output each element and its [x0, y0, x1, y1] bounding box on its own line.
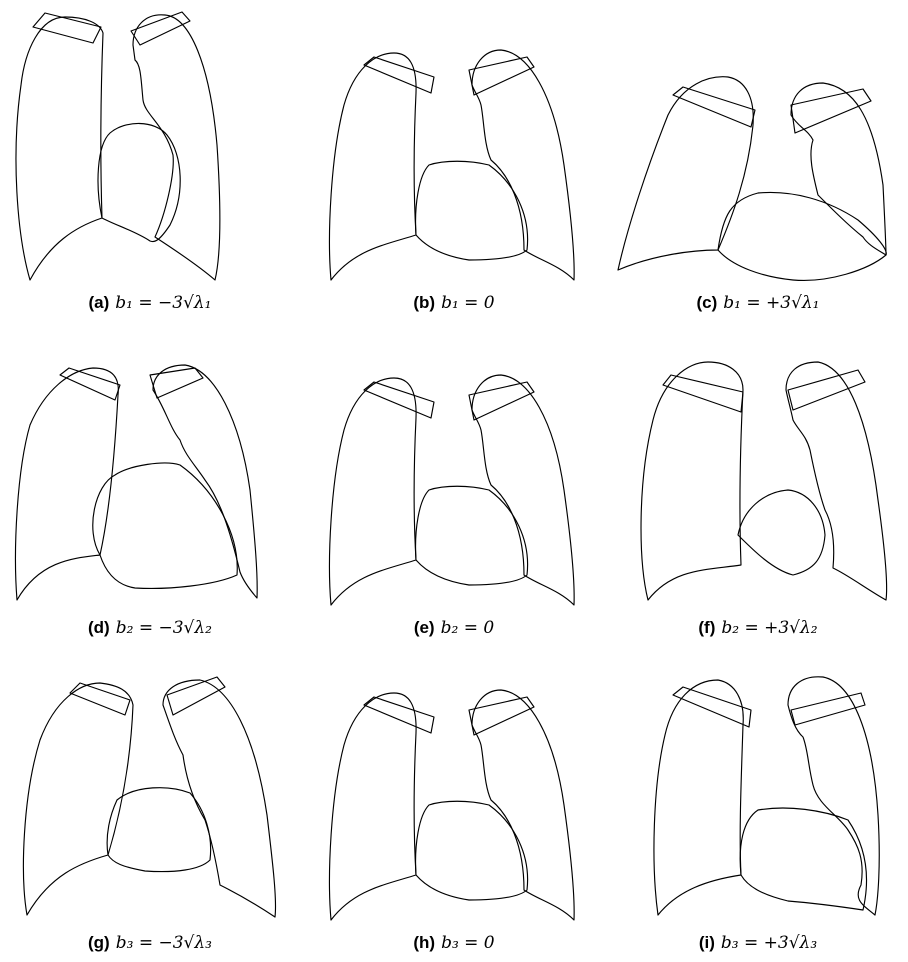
left-lung-contour: [786, 362, 887, 600]
caption-equation: b₃ = −3√λ₃: [116, 933, 212, 953]
right-clavicle: [70, 683, 130, 715]
lung-shape-diagram: [613, 645, 903, 930]
caption-equation: b₃ = 0: [441, 933, 495, 953]
heart-contour: [740, 808, 866, 910]
right-clavicle: [364, 382, 434, 418]
right-clavicle: [364, 697, 434, 733]
lung-shape-diagram: [309, 5, 599, 290]
caption-g: (g) b₃ = −3√λ₃: [5, 933, 295, 953]
caption-label: (g): [88, 933, 110, 952]
left-clavicle: [791, 693, 865, 725]
left-lung-contour: [133, 15, 220, 280]
left-clavicle: [131, 12, 190, 45]
panel-a: (a) b₁ = −3√λ₁: [5, 5, 295, 320]
panel-b: (b) b₁ = 0: [309, 5, 599, 320]
right-lung-contour: [618, 77, 753, 270]
caption-e: (e) b₂ = 0: [309, 618, 599, 638]
left-clavicle: [791, 89, 871, 133]
panel-g: (g) b₃ = −3√λ₃: [5, 645, 295, 960]
caption-c: (c) b₁ = +3√λ₁: [613, 293, 903, 313]
left-clavicle: [150, 368, 203, 398]
heart-contour: [107, 788, 211, 872]
caption-label: (e): [414, 618, 435, 637]
right-clavicle: [364, 57, 434, 93]
caption-equation: b₂ = +3√λ₂: [721, 618, 817, 638]
panel-e: (e) b₂ = 0: [309, 330, 599, 645]
caption-label: (i): [699, 933, 715, 952]
right-lung-contour: [23, 683, 133, 915]
left-lung-contour: [788, 677, 879, 915]
caption-equation: b₂ = −3√λ₂: [116, 618, 212, 638]
caption-d: (d) b₂ = −3√λ₂: [5, 618, 295, 638]
right-lung-contour: [330, 693, 417, 920]
right-lung-contour: [16, 17, 103, 280]
heart-contour: [738, 490, 825, 575]
right-clavicle: [673, 87, 755, 127]
right-lung-contour: [641, 362, 743, 600]
lung-shape-diagram: [613, 5, 903, 290]
right-clavicle: [673, 687, 751, 727]
right-clavicle: [663, 375, 743, 412]
left-lung-contour: [153, 365, 257, 598]
lung-shape-diagram: [309, 645, 599, 930]
caption-label: (b): [413, 293, 435, 312]
heart-contour: [416, 801, 528, 900]
panel-f: (f) b₂ = +3√λ₂: [613, 330, 903, 645]
caption-label: (f): [698, 618, 715, 637]
lung-shape-diagram: [5, 330, 295, 615]
right-lung-contour: [330, 53, 417, 280]
heart-contour: [416, 486, 528, 585]
caption-equation: b₂ = 0: [441, 618, 495, 638]
heart-contour: [416, 161, 528, 260]
caption-a: (a) b₁ = −3√λ₁: [5, 293, 295, 313]
panel-i: (i) b₃ = +3√λ₃: [613, 645, 903, 960]
caption-label: (d): [88, 618, 110, 637]
panel-d: (d) b₂ = −3√λ₂: [5, 330, 295, 645]
caption-label: (c): [696, 293, 717, 312]
caption-i: (i) b₃ = +3√λ₃: [613, 933, 903, 953]
caption-equation: b₁ = +3√λ₁: [723, 293, 819, 313]
lung-shape-diagram: [613, 330, 903, 615]
left-clavicle: [167, 677, 225, 715]
panel-c: (c) b₁ = +3√λ₁: [613, 5, 903, 320]
right-lung-contour: [330, 378, 417, 605]
lung-shape-diagram: [5, 645, 295, 930]
caption-f: (f) b₂ = +3√λ₂: [613, 618, 903, 638]
caption-equation: b₁ = −3√λ₁: [115, 293, 211, 313]
heart-contour: [93, 463, 237, 588]
caption-equation: b₃ = +3√λ₃: [721, 933, 817, 953]
caption-equation: b₁ = 0: [441, 293, 495, 313]
caption-label: (h): [413, 933, 435, 952]
right-lung-contour: [654, 680, 743, 915]
lung-shape-diagram: [5, 5, 295, 290]
caption-label: (a): [88, 293, 109, 312]
caption-b: (b) b₁ = 0: [309, 293, 599, 313]
panel-h: (h) b₃ = 0: [309, 645, 599, 960]
right-lung-contour: [16, 368, 119, 600]
left-clavicle: [788, 370, 865, 410]
lung-shape-diagram: [309, 330, 599, 615]
heart-contour: [718, 192, 886, 280]
left-lung-contour: [791, 83, 886, 255]
left-lung-contour: [163, 680, 276, 917]
caption-h: (h) b₃ = 0: [309, 933, 599, 953]
